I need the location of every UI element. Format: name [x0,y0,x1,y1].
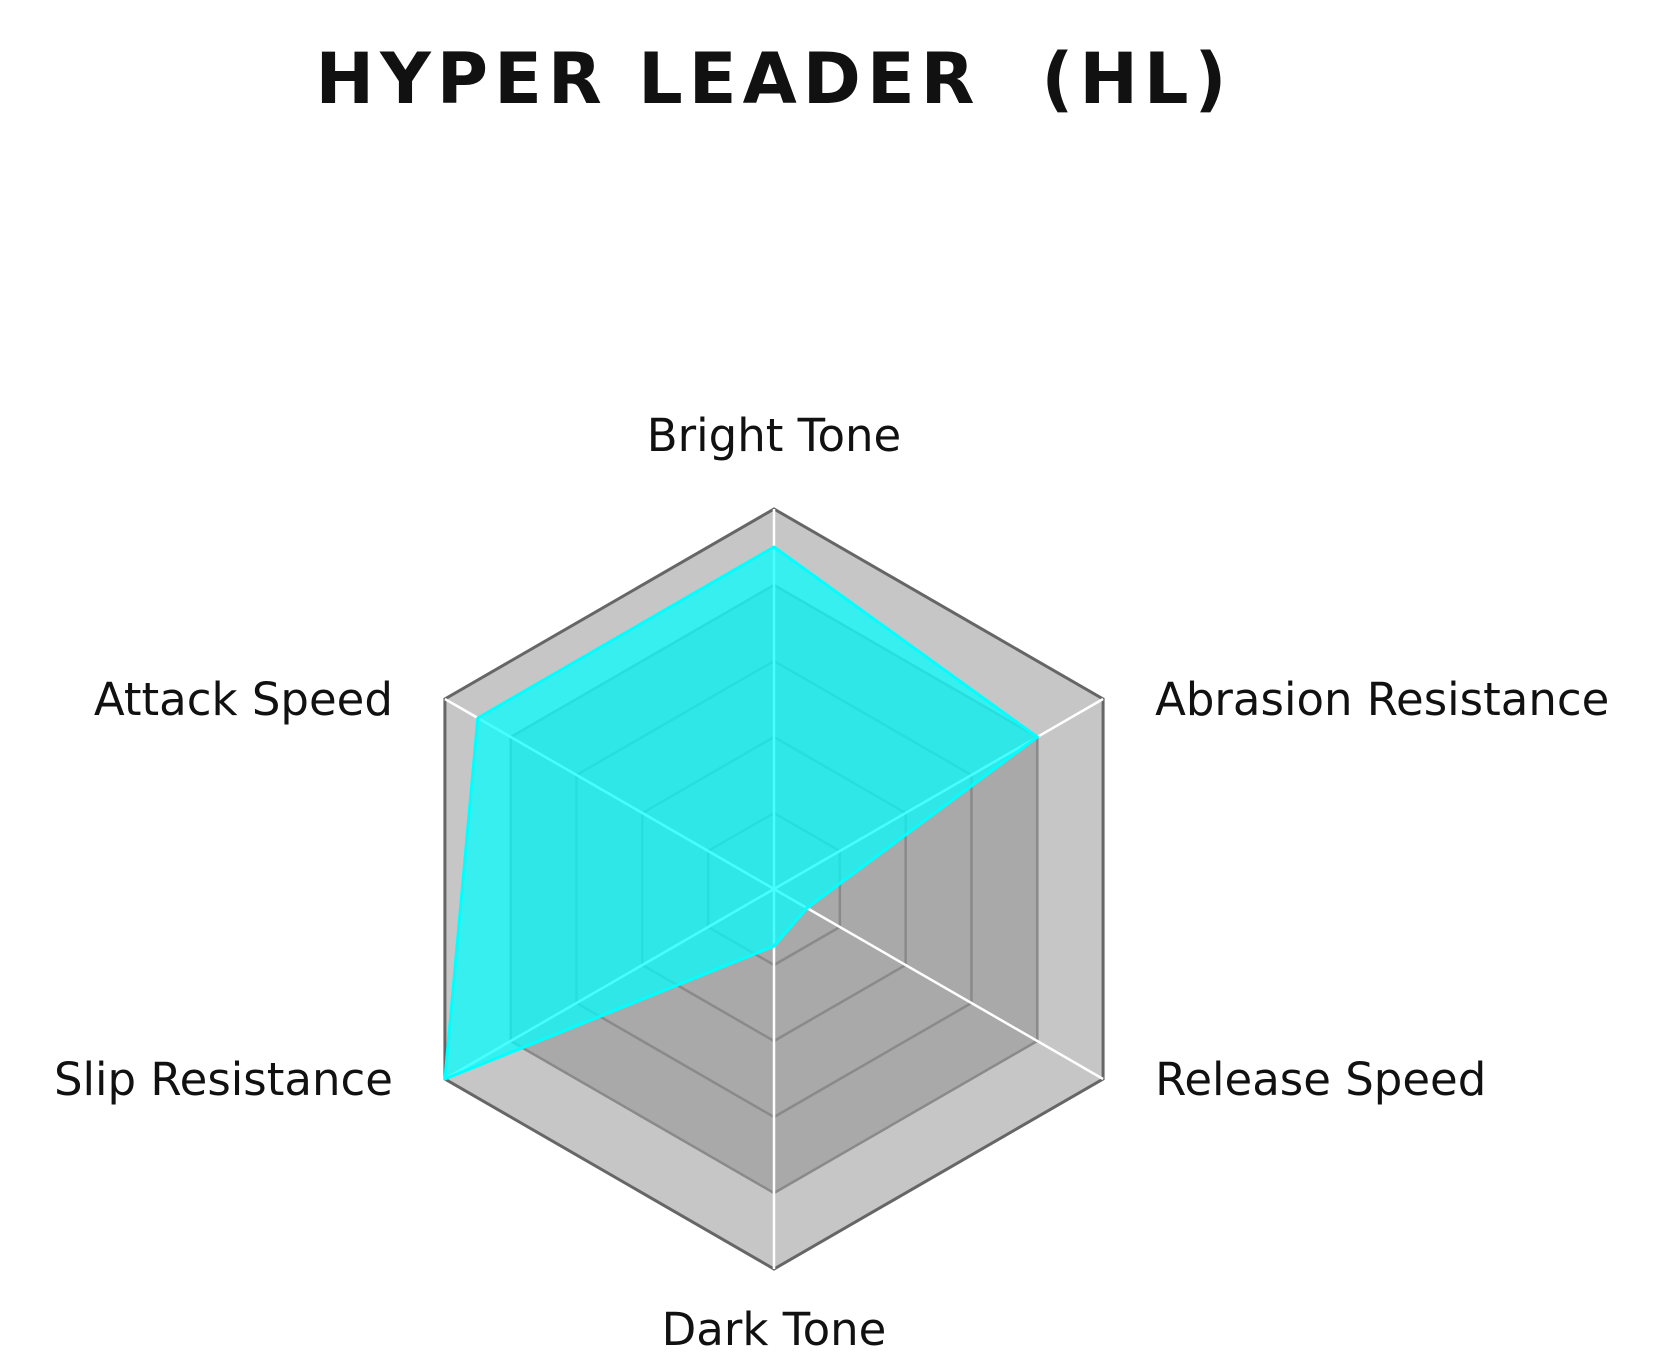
radar-series [443,545,1039,1081]
axis-label-attack-speed: Attack Speed [94,673,393,726]
axis-label-dark-tone: Dark Tone [662,1303,887,1356]
axis-label-slip-resistance: Slip Resistance [54,1053,393,1106]
axis-label-bright-tone: Bright Tone [647,409,902,462]
axis-label-release-speed: Release Speed [1155,1053,1486,1106]
chart-title: HYPER LEADER (HL) [316,38,1233,120]
series-area-0 [443,545,1039,1081]
axis-label-abrasion-resistance: Abrasion Resistance [1155,673,1609,726]
spoke-2 [773,887,1104,1081]
